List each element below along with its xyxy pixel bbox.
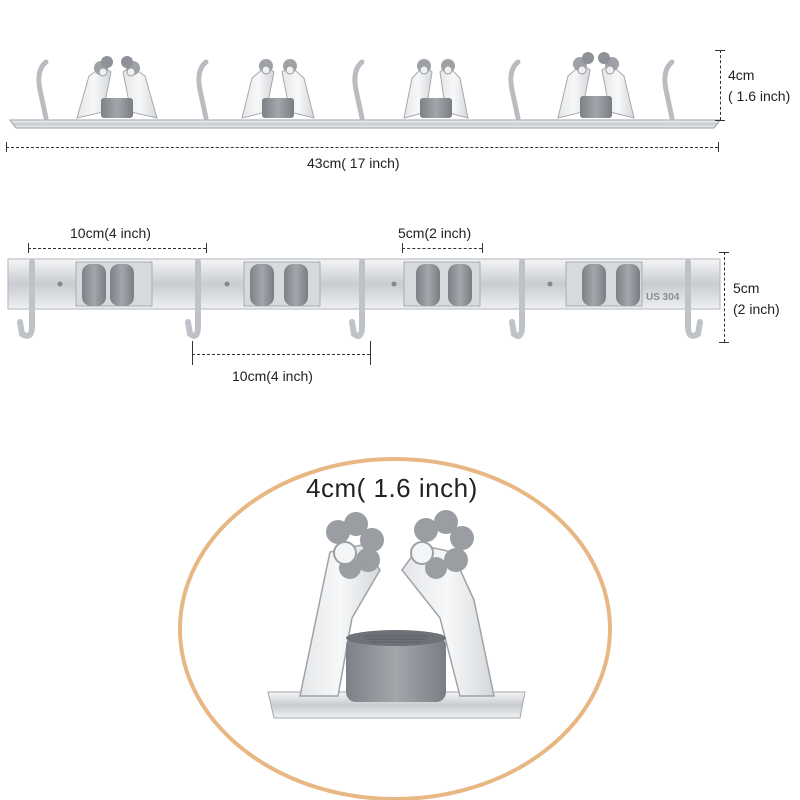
hook-spacing-tick-right (370, 341, 371, 365)
top-length-tick-left (6, 142, 7, 152)
engraving-text: US 304 (646, 292, 680, 303)
top-height-dim-line (720, 50, 721, 120)
clip-width-tick-right (482, 243, 483, 253)
front-height-tick-bottom (719, 342, 729, 343)
detail-oval (178, 457, 612, 800)
front-height-label-cm: 5cm (733, 280, 760, 296)
clip-width-dim-line (402, 248, 482, 249)
hook-spacing-dim-line (192, 354, 370, 355)
front-hooks (17, 259, 703, 339)
top-rack-base (9, 119, 721, 129)
clip-spacing-label: 10cm(4 inch) (70, 225, 151, 241)
clip-spacing-dim-line (28, 248, 206, 249)
top-height-tick-bottom (715, 120, 725, 121)
detail-clip (267, 510, 526, 719)
clip-spacing-tick-right (206, 243, 207, 253)
top-height-label-inch: ( 1.6 inch) (728, 88, 791, 104)
top-height-label-cm: 4cm (728, 67, 755, 83)
top-length-tick-right (718, 142, 719, 152)
clip-width-label: 5cm(2 inch) (398, 225, 472, 241)
front-clips (75, 261, 643, 307)
top-length-label: 43cm( 17 inch) (307, 155, 400, 171)
clip-width-tick-left (402, 243, 403, 253)
front-height-label-inch: (2 inch) (733, 301, 780, 317)
detail-height-label: 4cm( 1.6 inch) (306, 473, 478, 503)
top-hooks (36, 59, 675, 121)
top-clips (76, 52, 635, 119)
top-length-dim-line (6, 147, 718, 148)
front-height-dim-line (724, 252, 725, 342)
hook-spacing-tick-left (192, 341, 193, 365)
clip-spacing-tick-left (28, 243, 29, 253)
front-height-tick-top (719, 252, 729, 253)
hook-spacing-label: 10cm(4 inch) (232, 368, 313, 384)
top-height-tick-top (715, 50, 725, 51)
